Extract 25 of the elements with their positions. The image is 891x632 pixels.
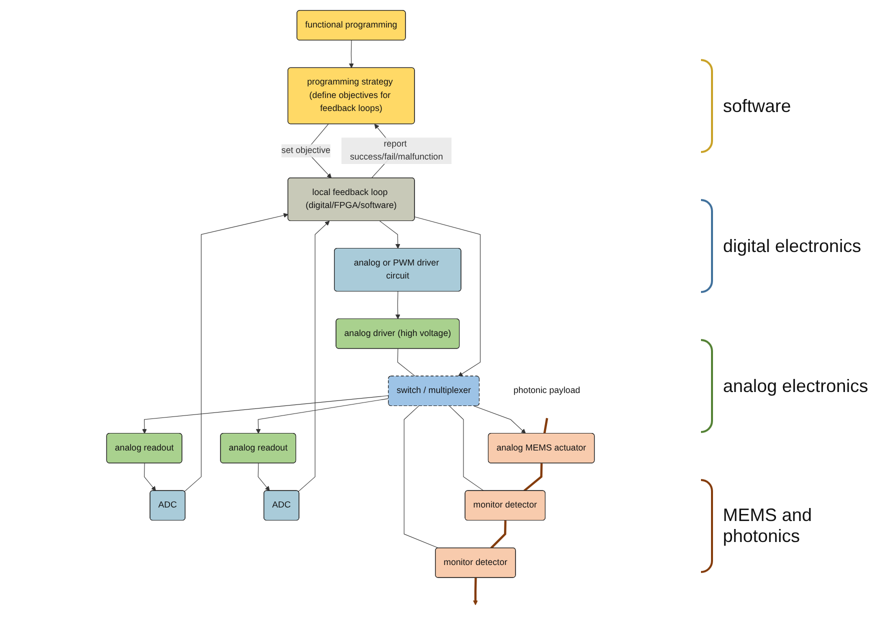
arrow xyxy=(256,398,389,434)
arrow xyxy=(473,578,478,606)
arrow xyxy=(348,40,354,68)
layer-label: digital electronics xyxy=(723,236,862,256)
node-text: photonic payload xyxy=(514,386,580,396)
connector xyxy=(490,520,506,549)
connector xyxy=(543,418,548,434)
layer-label: MEMS and photonics xyxy=(722,505,813,547)
arrow xyxy=(380,220,400,249)
layer-label: analog electronics xyxy=(723,376,868,396)
connector xyxy=(404,406,439,548)
arrow xyxy=(258,463,270,492)
edge-label: set objective xyxy=(281,146,330,156)
arrow xyxy=(474,406,526,434)
arrow xyxy=(142,395,389,434)
arrow xyxy=(144,463,156,492)
layer-label: software xyxy=(723,96,792,116)
arrow xyxy=(184,213,288,492)
edge-label: report success/fail/malfunction xyxy=(350,139,443,162)
connector xyxy=(523,463,543,492)
arrow xyxy=(298,220,330,492)
arrow xyxy=(414,216,481,377)
connector xyxy=(397,348,416,377)
arrow xyxy=(395,291,400,320)
connector xyxy=(449,406,484,492)
